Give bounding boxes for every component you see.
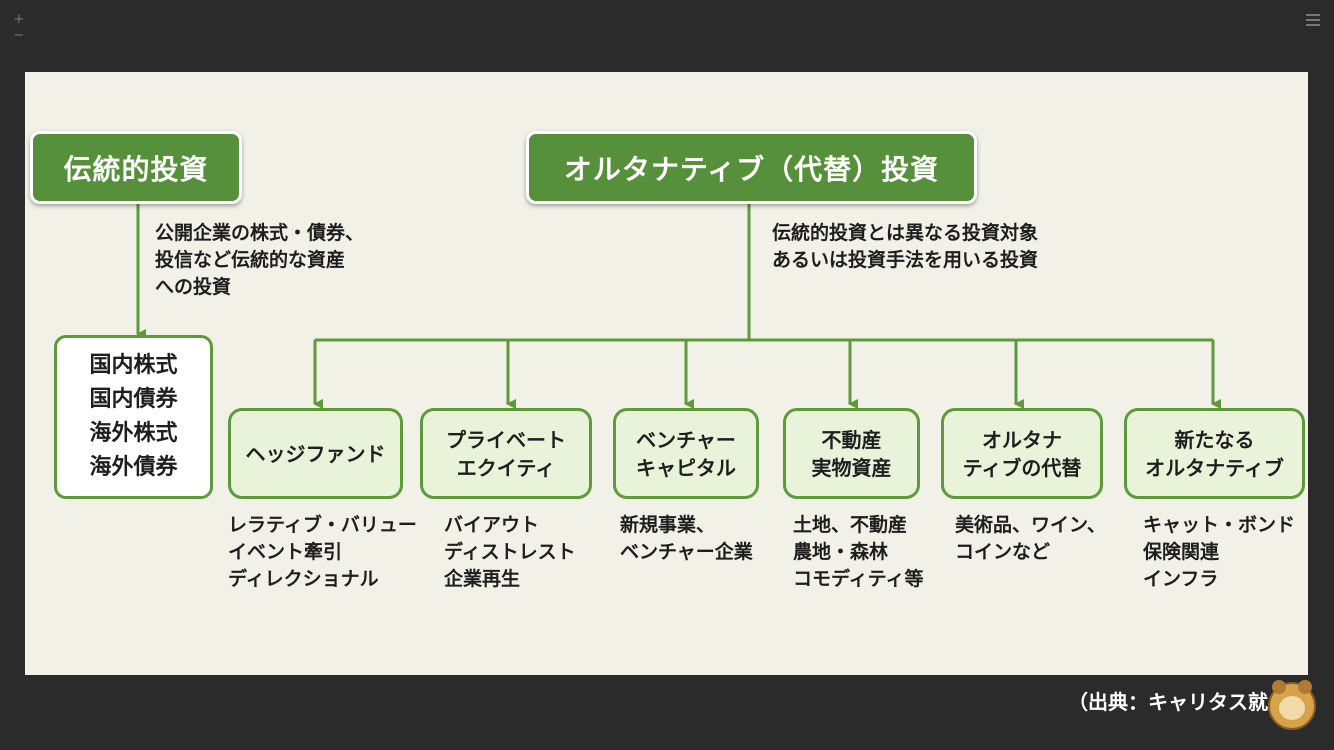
traditional-assets-box: 国内株式 国内債券 海外株式 海外債券 (54, 335, 213, 499)
category-private-equity: プライベート エクイティ (420, 408, 592, 499)
traditional-investment-header: 伝統的投資 (30, 131, 242, 204)
examples-venture-capital: 新規事業、 ベンチャー企業 (620, 514, 753, 563)
lion-mascot-icon (1268, 680, 1316, 730)
alternative-description: 伝統的投資とは異なる投資対象 あるいは投資手法を用いる投資 (772, 222, 1039, 271)
category-real-assets: 不動産 実物資産 (783, 408, 920, 499)
examples-hedge-fund: レラティブ・バリュー イベント牽引 ディレクショナル (228, 514, 417, 590)
traditional-description: 公開企業の株式・債券、 投信など伝統的な資産 への投資 (155, 222, 365, 298)
examples-alternative-substitute: 美術品、ワイン、 コインなど (955, 514, 1106, 563)
connector-lines (136, 204, 1221, 409)
examples-real-assets: 土地、不動産 農地・森林 コモディティ等 (793, 514, 924, 590)
hamburger-menu-icon[interactable] (1306, 14, 1320, 26)
alternative-investment-header: オルタナティブ（代替）投資 (526, 131, 977, 204)
diagram-slide: 伝統的投資 公開企業の株式・債券、 投信など伝統的な資産 への投資 国内株式 国… (25, 72, 1308, 675)
category-new-alternative: 新たなる オルタナティブ (1124, 408, 1305, 499)
zoom-controls[interactable]: + − (10, 12, 28, 62)
examples-new-alternative: キャット・ボンド 保険関連 インフラ (1143, 514, 1296, 590)
category-hedge-fund: ヘッジファンド (228, 408, 403, 499)
category-venture-capital: ベンチャー キャピタル (613, 408, 759, 499)
category-alternative-substitute: オルタナ ティブの代替 (941, 408, 1103, 499)
examples-private-equity: バイアウト ディストレスト 企業再生 (444, 514, 576, 590)
zoom-out-icon[interactable]: − (13, 28, 25, 43)
zoom-in-icon[interactable]: + (13, 12, 25, 27)
source-caption: （出典：キャリタス就 (1068, 690, 1268, 714)
